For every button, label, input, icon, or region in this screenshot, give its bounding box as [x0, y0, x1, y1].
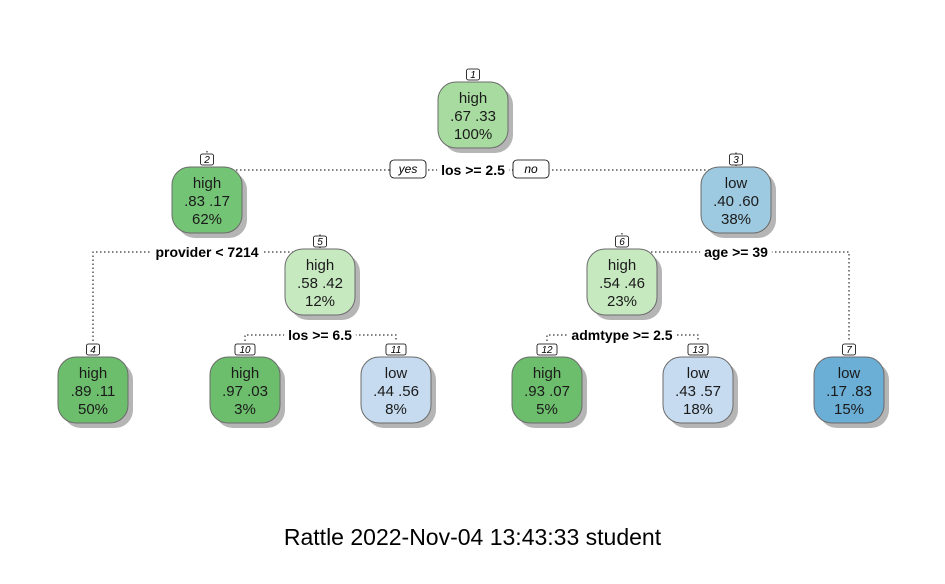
- tree-splits: los >= 2.5 provider < 7214 age >= 39 los >=…: [151, 159, 772, 344]
- node-number-box: [729, 153, 743, 166]
- node-number: 10: [239, 345, 251, 356]
- node-pct: 50%: [78, 401, 108, 418]
- split-label: admtype >= 2.5: [571, 327, 672, 343]
- node-number-box: [313, 235, 327, 248]
- node-class: high: [193, 175, 221, 192]
- tree-node: 12 high.93 .075%: [511, 343, 587, 428]
- node-class: low: [687, 365, 710, 382]
- node-number-box: [466, 68, 480, 81]
- tree-node: 11 low.44 .568%: [360, 343, 436, 428]
- node-box: [813, 356, 885, 424]
- node-box: [57, 356, 129, 424]
- split-label-bg: [567, 326, 677, 344]
- node-number: 5: [317, 237, 323, 248]
- node-number-box: [200, 153, 214, 166]
- node-box: [437, 81, 509, 149]
- no-label: no: [512, 159, 550, 179]
- node-pct: 23%: [607, 293, 637, 310]
- node-number: 11: [391, 345, 401, 356]
- yes-label: yes: [389, 159, 427, 179]
- node-probs: .93 .07: [524, 383, 570, 400]
- node-class: high: [459, 90, 487, 107]
- node-class: high: [306, 257, 334, 274]
- node-number-box: [86, 343, 100, 356]
- node-box: [284, 248, 356, 316]
- node-number-box: [536, 343, 558, 356]
- node-class: high: [231, 365, 259, 382]
- split-label-bg: [151, 243, 263, 261]
- node-number: 12: [541, 345, 553, 356]
- node-number-box: [687, 343, 709, 356]
- split-label: los >= 6.5: [288, 327, 352, 343]
- node-box: [511, 356, 583, 424]
- node-number: 13: [692, 345, 704, 356]
- node-pct: 5%: [536, 401, 558, 418]
- node-number-box: [842, 343, 856, 356]
- node-class: low: [385, 365, 408, 382]
- node-number: 6: [619, 237, 625, 248]
- node-pct: 100%: [454, 126, 492, 143]
- caption: Rattle 2022-Nov-04 13:43:33 student: [283, 524, 662, 550]
- node-number: 3: [733, 155, 739, 166]
- split-label-bg: [284, 326, 356, 344]
- node-number: 2: [203, 155, 210, 166]
- node-number-box: [385, 343, 407, 356]
- node-probs: .58 .42: [297, 275, 343, 292]
- no-label-box: [512, 159, 550, 179]
- node-probs: .43 .57: [675, 383, 721, 400]
- yes-label-box: [389, 159, 427, 179]
- node-class: low: [838, 365, 861, 382]
- node-probs: .54 .46: [599, 275, 645, 292]
- node-class: high: [533, 365, 561, 382]
- node-pct: 15%: [834, 401, 864, 418]
- node-probs: .83 .17: [184, 193, 230, 210]
- node-probs: .44 .56: [373, 383, 419, 400]
- node-probs: .89 .11: [71, 383, 116, 400]
- node-pct: 62%: [192, 211, 222, 228]
- node-box: [171, 166, 243, 234]
- node-number-box: [615, 235, 629, 248]
- node-class: high: [608, 257, 636, 274]
- node-pct: 12%: [305, 293, 335, 310]
- split-label: los >= 2.5: [441, 162, 505, 178]
- node-class: low: [725, 175, 748, 192]
- node-box: [209, 356, 281, 424]
- no-label-text: no: [524, 162, 538, 176]
- split-label-bg: [437, 161, 509, 179]
- node-number: 1: [470, 70, 476, 81]
- node-box: [586, 248, 658, 316]
- node-probs: .17 .83: [826, 383, 872, 400]
- node-probs: .67 .33: [450, 108, 496, 125]
- node-box: [700, 166, 772, 234]
- tree-node: 10 high.97 .033%: [209, 343, 285, 428]
- node-number: 4: [90, 345, 96, 356]
- node-pct: 8%: [385, 401, 407, 418]
- node-pct: 3%: [234, 401, 256, 418]
- node-pct: 38%: [721, 211, 751, 228]
- node-class: high: [79, 365, 107, 382]
- split-label-bg: [700, 243, 772, 261]
- node-number: 7: [846, 345, 852, 356]
- node-box: [662, 356, 734, 424]
- node-pct: 18%: [683, 401, 713, 418]
- split-label: provider < 7214: [155, 244, 258, 260]
- node-number-box: [234, 343, 256, 356]
- yes-label-text: yes: [398, 162, 418, 176]
- node-probs: .97 .03: [222, 383, 268, 400]
- node-box: [360, 356, 432, 424]
- node-probs: .40 .60: [713, 193, 759, 210]
- split-label: age >= 39: [704, 244, 768, 260]
